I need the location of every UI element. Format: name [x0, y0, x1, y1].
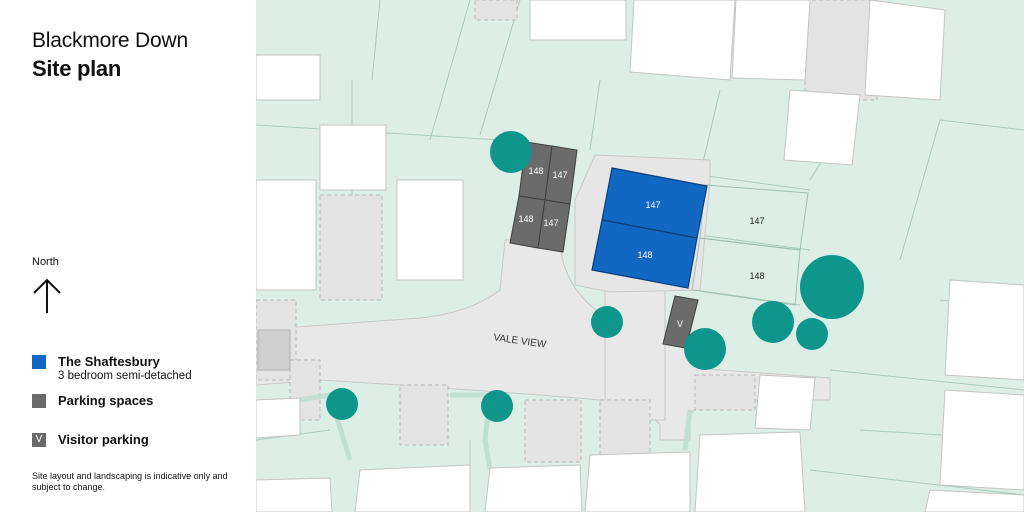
- page-title: Site plan: [32, 56, 121, 81]
- tree-icon: [752, 301, 794, 343]
- visitor-bay-label: V: [677, 319, 683, 329]
- plot-148-label: 148: [637, 250, 652, 260]
- neighbouring-buildings: [256, 0, 1024, 512]
- development-name: Blackmore Down: [32, 29, 188, 52]
- parking-label: 148: [528, 166, 543, 176]
- tree-icon: [326, 388, 358, 420]
- tree-icon: [481, 390, 513, 422]
- plot-148[interactable]: [591, 219, 698, 289]
- site-map[interactable]: 147 148 147 148 148 147 148 147 V VALE V…: [256, 0, 1024, 512]
- north-arrow-icon: [33, 278, 61, 313]
- legend-shaftesbury-subtitle: 3 bedroom semi-detached: [58, 370, 192, 382]
- parking-label: 147: [552, 170, 567, 180]
- site-map-svg: 147 148 147 148 148 147 148 147 V VALE V…: [256, 0, 1024, 512]
- parking-swatch: [32, 394, 46, 408]
- parking-label: 148: [518, 214, 533, 224]
- plot-147-label: 147: [645, 200, 660, 210]
- legend-visitor-title: Visitor parking: [58, 432, 149, 447]
- legend-item-visitor: V Visitor parking: [32, 433, 149, 447]
- legend-parking-title: Parking spaces: [58, 393, 154, 408]
- legend-shaftesbury-title: The Shaftesbury: [58, 354, 160, 369]
- tree-icon: [796, 318, 828, 350]
- parking-space[interactable]: [537, 199, 571, 253]
- garden-147-label: 147: [749, 216, 764, 226]
- disclaimer-text: Site layout and landscaping is indicativ…: [32, 471, 228, 492]
- legend-panel: Blackmore Down Site plan North The Shaft…: [0, 0, 256, 512]
- legend-item-parking: Parking spaces: [32, 394, 153, 408]
- trees: [326, 131, 864, 422]
- tree-icon: [684, 328, 726, 370]
- legend-item-shaftesbury: The Shaftesbury 3 bedroom semi-detached: [32, 355, 192, 383]
- north-label: North: [32, 256, 59, 268]
- garden-plots: [691, 184, 809, 306]
- tree-icon: [800, 255, 864, 319]
- garden-148-label: 148: [749, 271, 764, 281]
- tree-icon: [490, 131, 532, 173]
- parking-label: 147: [543, 218, 558, 228]
- shaftesbury-swatch: [32, 355, 46, 369]
- shaftesbury-plots: 147 148: [591, 167, 708, 289]
- tree-icon: [591, 306, 623, 338]
- visitor-parking-icon: V: [32, 433, 46, 447]
- garage: [257, 329, 291, 371]
